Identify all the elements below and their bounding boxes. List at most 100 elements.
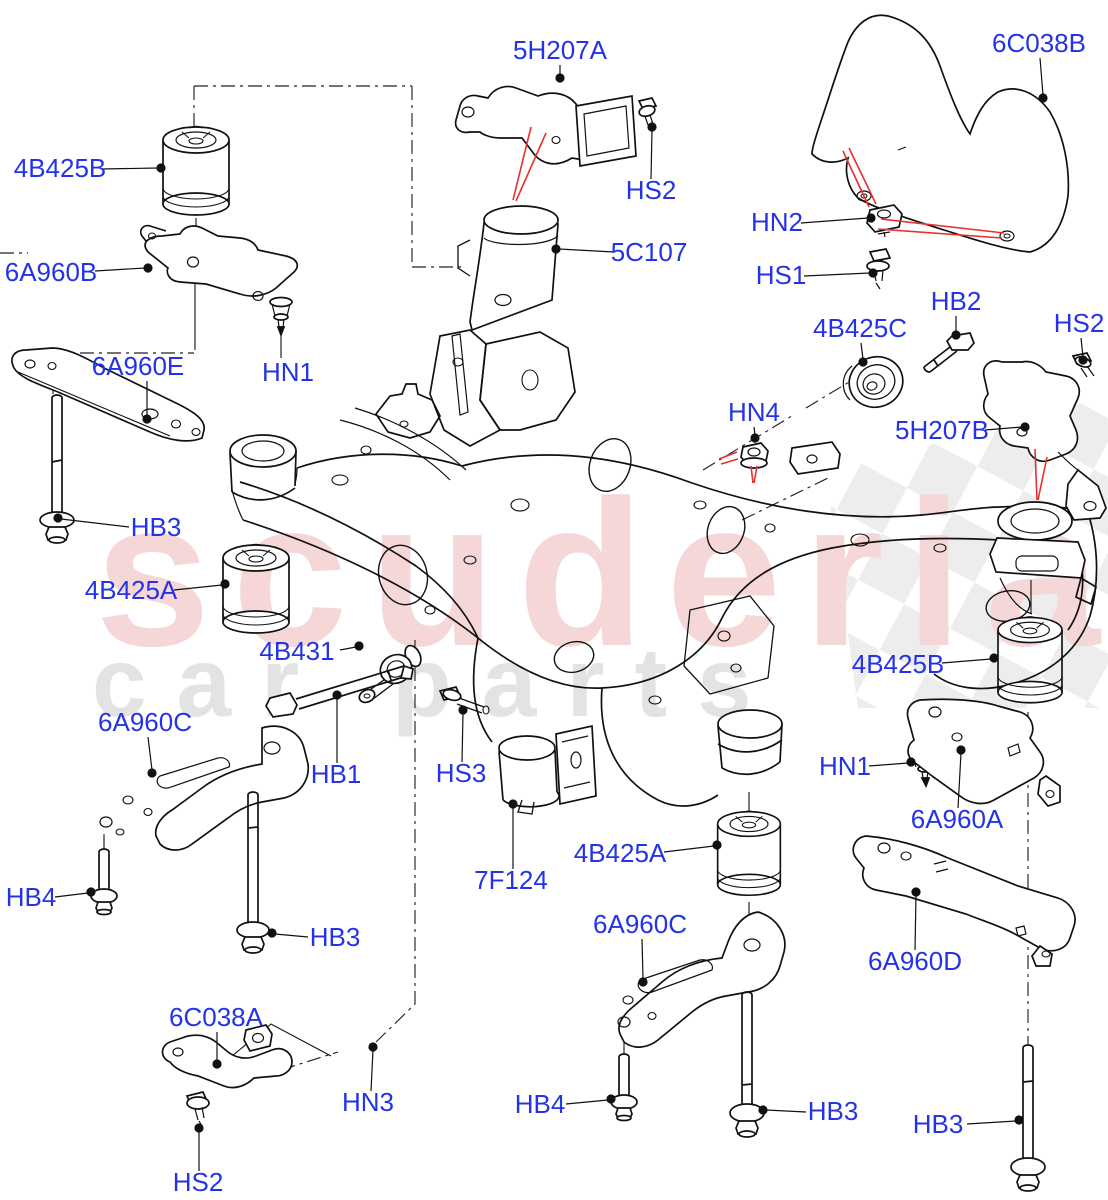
part-label-hb2[interactable]: HB2 bbox=[931, 286, 982, 316]
leader-4b425a-center bbox=[663, 840, 722, 853]
leader-hb2 bbox=[951, 316, 961, 340]
red-arrow-5h207b bbox=[1034, 448, 1048, 501]
leader-hb3-center-left bbox=[267, 928, 309, 938]
part-hb3-right-drawing bbox=[1010, 1044, 1046, 1192]
part-hs2-bottom-drawing bbox=[185, 1091, 210, 1127]
leader-hs3 bbox=[458, 705, 468, 763]
part-label-4b425a-center[interactable]: 4B425A bbox=[574, 838, 667, 868]
leader-hs2-bottom bbox=[194, 1123, 204, 1171]
leader-5h207a bbox=[555, 65, 565, 83]
part-label-5c107[interactable]: 5C107 bbox=[611, 237, 688, 267]
part-label-6a960a[interactable]: 6A960A bbox=[911, 804, 1004, 834]
part-label-4b425b-right[interactable]: 4B425B bbox=[852, 649, 945, 679]
part-hn1-left-drawing bbox=[269, 296, 293, 338]
leader-hb4-left bbox=[54, 887, 96, 898]
part-label-hb3-left[interactable]: HB3 bbox=[131, 512, 182, 542]
leader-4b425a-left bbox=[173, 579, 230, 591]
red-arrow-hn4 bbox=[718, 451, 758, 484]
watermark-word-car: car bbox=[92, 627, 329, 737]
part-hn2-drawing bbox=[866, 204, 903, 238]
part-label-4b431[interactable]: 4B431 bbox=[259, 636, 334, 666]
leader-hn1-right bbox=[868, 757, 916, 767]
part-6c038b-drawing bbox=[811, 14, 1070, 253]
part-label-6a960d[interactable]: 6A960D bbox=[868, 946, 962, 976]
part-label-6a960e[interactable]: 6A960E bbox=[92, 351, 185, 381]
leader-6c038b bbox=[1038, 57, 1048, 103]
part-label-5h207b[interactable]: 5H207B bbox=[895, 415, 989, 445]
leader-hs1 bbox=[803, 268, 878, 278]
red-pointer-arrows bbox=[512, 126, 1048, 501]
red-arrow-5h207a bbox=[512, 126, 547, 202]
part-label-hs2-bottom[interactable]: HS2 bbox=[173, 1167, 224, 1197]
part-hs1-drawing bbox=[866, 248, 892, 290]
leader-hb3-right bbox=[966, 1115, 1024, 1125]
part-hb4-center-drawing bbox=[610, 1053, 638, 1122]
part-label-hn1-right[interactable]: HN1 bbox=[819, 751, 871, 781]
part-label-hn3[interactable]: HN3 bbox=[342, 1087, 394, 1117]
part-hn4-drawing bbox=[740, 442, 769, 469]
part-label-7f124[interactable]: 7F124 bbox=[474, 865, 548, 895]
part-hs2-top-drawing bbox=[637, 97, 658, 126]
leader-hn3 bbox=[368, 1042, 378, 1092]
part-label-hb1[interactable]: HB1 bbox=[311, 759, 362, 789]
part-4b425a-center-drawing bbox=[716, 810, 782, 897]
part-label-hb3-center[interactable]: HB3 bbox=[808, 1096, 859, 1126]
part-6a960c-center-drawing bbox=[617, 911, 786, 1048]
part-label-hb4-left[interactable]: HB4 bbox=[6, 882, 57, 912]
part-4b425b-top-left-drawing bbox=[162, 125, 230, 216]
leader-6a960b bbox=[94, 263, 153, 273]
part-6a960a-drawing bbox=[906, 698, 1061, 807]
part-label-5h207a[interactable]: 5H207A bbox=[513, 35, 608, 65]
part-5h207a-drawing bbox=[454, 85, 637, 168]
leader-hn4 bbox=[750, 426, 760, 443]
leader-hn2 bbox=[800, 213, 876, 224]
leader-6a960c-left bbox=[147, 736, 157, 778]
part-label-hb3-right[interactable]: HB3 bbox=[913, 1109, 964, 1139]
part-label-hs2-right[interactable]: HS2 bbox=[1054, 308, 1105, 338]
part-6a960d-drawing bbox=[852, 835, 1076, 967]
part-5h207b-drawing bbox=[982, 360, 1107, 521]
watermark-word-parts: parts bbox=[392, 627, 782, 737]
part-label-6c038b[interactable]: 6C038B bbox=[992, 28, 1086, 58]
part-label-4b425c[interactable]: 4B425C bbox=[813, 313, 907, 343]
part-6a960b-drawing bbox=[139, 224, 299, 302]
part-6a960c-left-drawing bbox=[99, 725, 310, 851]
part-6c038a-drawing bbox=[161, 1034, 293, 1089]
red-arrow-6c038b bbox=[842, 147, 1005, 239]
part-label-4b425b-top-left[interactable]: 4B425B bbox=[14, 153, 107, 183]
leader-6a960e bbox=[142, 381, 152, 424]
part-labels: 4B425B 6A960B 6A960E HN1 5H207A HS2 5C10… bbox=[5, 28, 1105, 1197]
leader-hb3-left bbox=[53, 513, 130, 528]
leader-hb3-center bbox=[758, 1105, 807, 1115]
part-label-hb4-center[interactable]: HB4 bbox=[515, 1089, 566, 1119]
part-label-4b425a-left[interactable]: 4B425A bbox=[85, 575, 178, 605]
part-label-hs1[interactable]: HS1 bbox=[756, 260, 807, 290]
part-label-hn4[interactable]: HN4 bbox=[728, 397, 780, 427]
part-hn3-drawing bbox=[243, 1024, 273, 1052]
leader-hb1 bbox=[332, 690, 342, 763]
part-label-hs3[interactable]: HS3 bbox=[436, 758, 487, 788]
part-hb3-center-left-drawing bbox=[236, 791, 270, 954]
part-label-hn1-top-left[interactable]: HN1 bbox=[262, 357, 314, 387]
leader-5c107 bbox=[551, 244, 615, 254]
part-label-hb3-center-left[interactable]: HB3 bbox=[310, 922, 361, 952]
part-label-6a960c-left[interactable]: 6A960C bbox=[98, 707, 192, 737]
part-label-hn2[interactable]: HN2 bbox=[751, 207, 803, 237]
part-hb2-drawing bbox=[923, 332, 975, 373]
part-label-6a960b[interactable]: 6A960B bbox=[5, 257, 98, 287]
leader-6a960c-center bbox=[638, 938, 648, 987]
leader-hs2-right bbox=[1078, 337, 1088, 365]
part-label-6c038a[interactable]: 6C038A bbox=[169, 1002, 264, 1032]
part-5c107-drawing bbox=[457, 205, 559, 332]
leader-hs2-top bbox=[647, 122, 657, 180]
part-6a960e-drawing bbox=[11, 347, 205, 442]
part-label-hs2-top[interactable]: HS2 bbox=[626, 175, 677, 205]
part-subframe-crossmember-drawing bbox=[229, 329, 1098, 807]
part-label-6a960c-center[interactable]: 6A960C bbox=[593, 909, 687, 939]
leader-5h207b bbox=[984, 422, 1030, 432]
leader-6c038a bbox=[212, 1032, 222, 1069]
leader-4b425b-right bbox=[941, 653, 999, 664]
part-4b425c-drawing bbox=[842, 355, 904, 409]
leader-hb4-center bbox=[565, 1094, 616, 1105]
